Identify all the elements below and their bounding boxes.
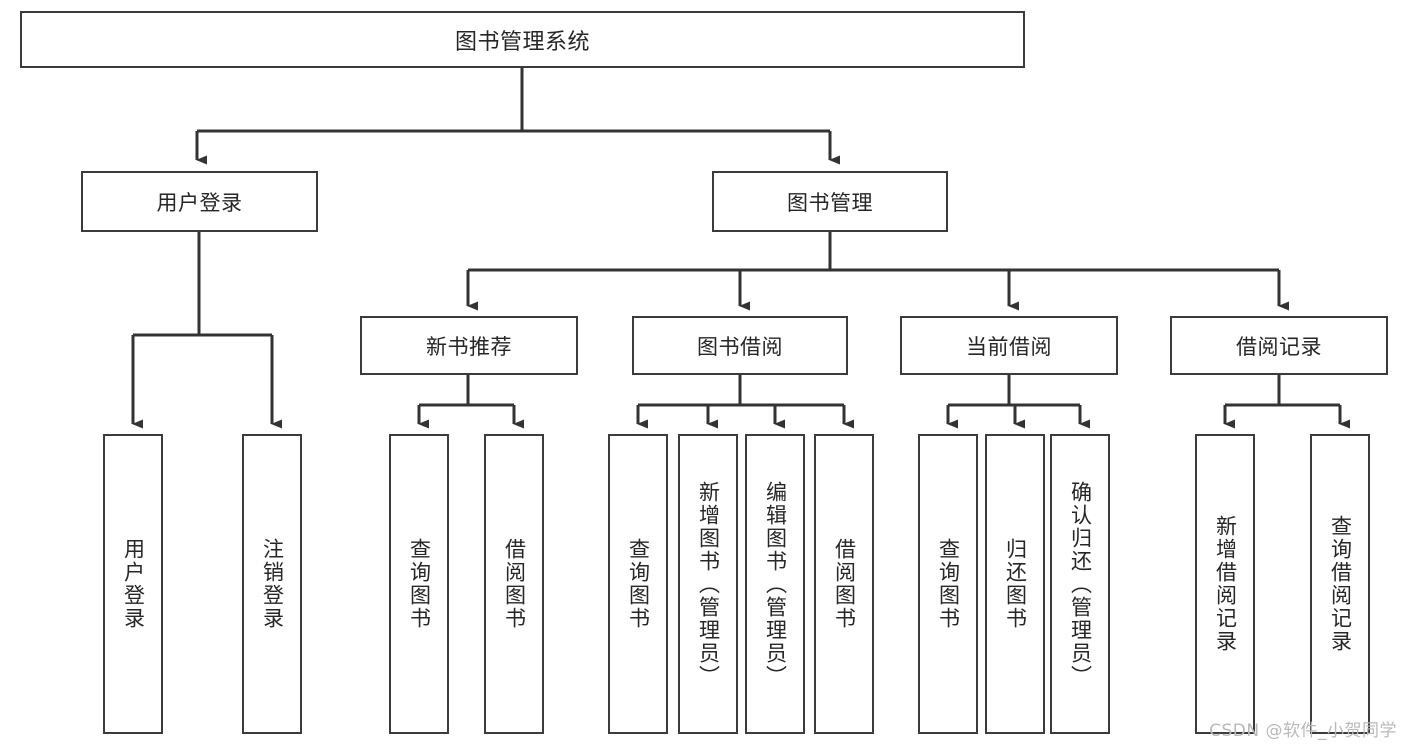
node-label: 归还图书 — [1003, 538, 1028, 630]
node-leaf-add-book[interactable]: 新增图书（管理员） — [678, 434, 738, 734]
node-leaf-return-book[interactable]: 归还图书 — [985, 434, 1045, 734]
node-label: 查询借阅记录 — [1328, 515, 1353, 653]
node-leaf-borrow-book-recommend[interactable]: 借阅图书 — [484, 434, 544, 734]
node-leaf-user-login[interactable]: 用户登录 — [103, 434, 163, 734]
node-leaf-query-book-recommend[interactable]: 查询图书 — [389, 434, 449, 734]
node-label: 查询图书 — [407, 538, 432, 630]
node-user-login[interactable]: 用户登录 — [81, 171, 318, 232]
node-label: 注销登录 — [260, 538, 285, 630]
node-label: 用户登录 — [156, 190, 243, 215]
node-leaf-logout[interactable]: 注销登录 — [242, 434, 302, 734]
node-label: 当前借阅 — [966, 334, 1052, 359]
node-borrow-record[interactable]: 借阅记录 — [1170, 316, 1388, 375]
node-label: 用户登录 — [121, 538, 146, 630]
node-label: 确认归还（管理员） — [1068, 480, 1093, 688]
node-leaf-add-borrow-record[interactable]: 新增借阅记录 — [1195, 434, 1255, 734]
node-book-borrow[interactable]: 图书借阅 — [632, 316, 848, 375]
node-leaf-query-book-borrow[interactable]: 查询图书 — [608, 434, 668, 734]
node-new-book-recommend[interactable]: 新书推荐 — [360, 316, 578, 375]
node-leaf-query-book-current[interactable]: 查询图书 — [918, 434, 978, 734]
node-label: 借阅图书 — [502, 538, 527, 630]
node-leaf-query-borrow-record[interactable]: 查询借阅记录 — [1310, 434, 1370, 734]
node-label: 查询图书 — [626, 538, 651, 630]
node-label: 图书管理 — [787, 190, 873, 215]
node-label: 借阅记录 — [1236, 334, 1322, 359]
node-leaf-edit-book[interactable]: 编辑图书（管理员） — [745, 434, 805, 734]
node-label: 新增借阅记录 — [1213, 515, 1238, 653]
node-label: 查询图书 — [936, 538, 961, 630]
node-leaf-confirm-return[interactable]: 确认归还（管理员） — [1050, 434, 1110, 734]
node-book-manage[interactable]: 图书管理 — [712, 171, 948, 232]
node-label: 图书借阅 — [697, 334, 783, 359]
node-label: 新书推荐 — [426, 334, 512, 359]
node-label: 编辑图书（管理员） — [763, 480, 788, 688]
node-label: 图书管理系统 — [454, 29, 590, 55]
node-label: 借阅图书 — [832, 538, 857, 630]
node-leaf-borrow-book[interactable]: 借阅图书 — [814, 434, 874, 734]
node-root-system[interactable]: 图书管理系统 — [20, 11, 1025, 68]
watermark-text: CSDN @软件_小贺同学 — [1209, 721, 1397, 741]
node-label: 新增图书（管理员） — [696, 480, 721, 688]
node-current-borrow[interactable]: 当前借阅 — [900, 316, 1118, 375]
